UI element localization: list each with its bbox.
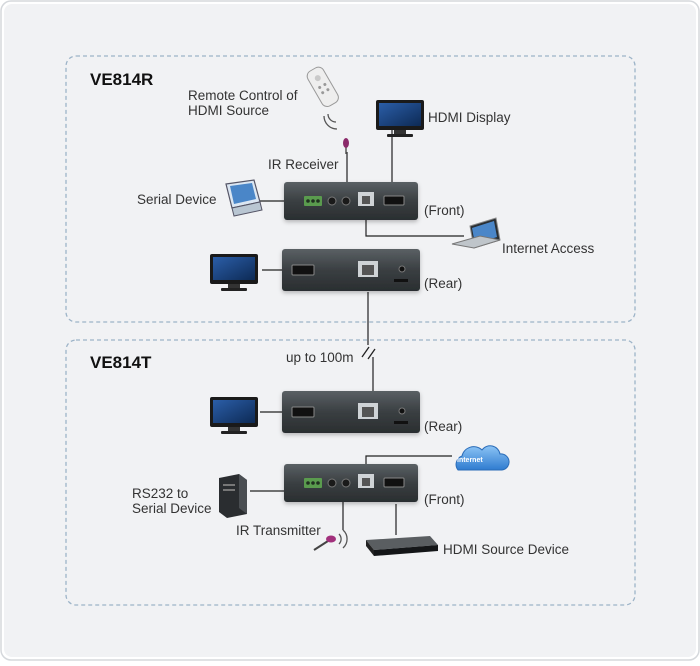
ir-receiver-label: IR Receiver xyxy=(268,157,339,172)
receiver-front-label: (Front) xyxy=(424,203,465,218)
media-player-icon xyxy=(366,536,438,556)
transmitter-title: VE814T xyxy=(90,353,152,372)
receiver-title: VE814R xyxy=(90,70,154,89)
transmitter-box xyxy=(65,339,636,606)
receiver-rear-label: (Rear) xyxy=(424,276,463,291)
remote-control-icon xyxy=(306,66,339,107)
receiver-front-unit xyxy=(284,182,418,220)
ir-transmitter-icon xyxy=(313,535,336,551)
pda-device-icon xyxy=(225,179,263,217)
rs232-label-line1: RS232 to xyxy=(132,486,189,501)
serial-device-label: Serial Device xyxy=(137,192,217,207)
receiver-rear-unit xyxy=(282,249,420,291)
transmitter-front-unit xyxy=(284,464,418,502)
internet-cloud-icon xyxy=(455,445,510,471)
hdmi-source-label: HDMI Source Device xyxy=(443,542,570,557)
hdmi-display-label: HDMI Display xyxy=(428,110,511,125)
ir-signal-icon xyxy=(338,529,348,549)
remote-label-line2: HDMI Source xyxy=(188,103,270,118)
transmitter-front-label: (Front) xyxy=(424,492,465,507)
internet-access-label: Internet Access xyxy=(502,241,595,256)
transmitter-rear-label: (Rear) xyxy=(424,419,463,434)
ir-transmitter-label: IR Transmitter xyxy=(236,523,321,538)
rs232-label-line2: Serial Device xyxy=(132,501,212,516)
laptop-icon xyxy=(451,217,501,249)
transmitter-rear-unit xyxy=(282,391,420,433)
remote-label-line1: Remote Control of xyxy=(188,88,298,103)
receiver-box xyxy=(65,55,636,323)
cable-length-label: up to 100m xyxy=(286,350,354,365)
pc-tower-icon xyxy=(219,474,247,518)
cable-break-icon xyxy=(361,346,376,360)
internet-cloud-text: Internet xyxy=(457,457,483,464)
panel-background xyxy=(4,4,696,657)
ir-signal-icon xyxy=(323,113,338,130)
ir-receiver-icon xyxy=(343,138,349,154)
